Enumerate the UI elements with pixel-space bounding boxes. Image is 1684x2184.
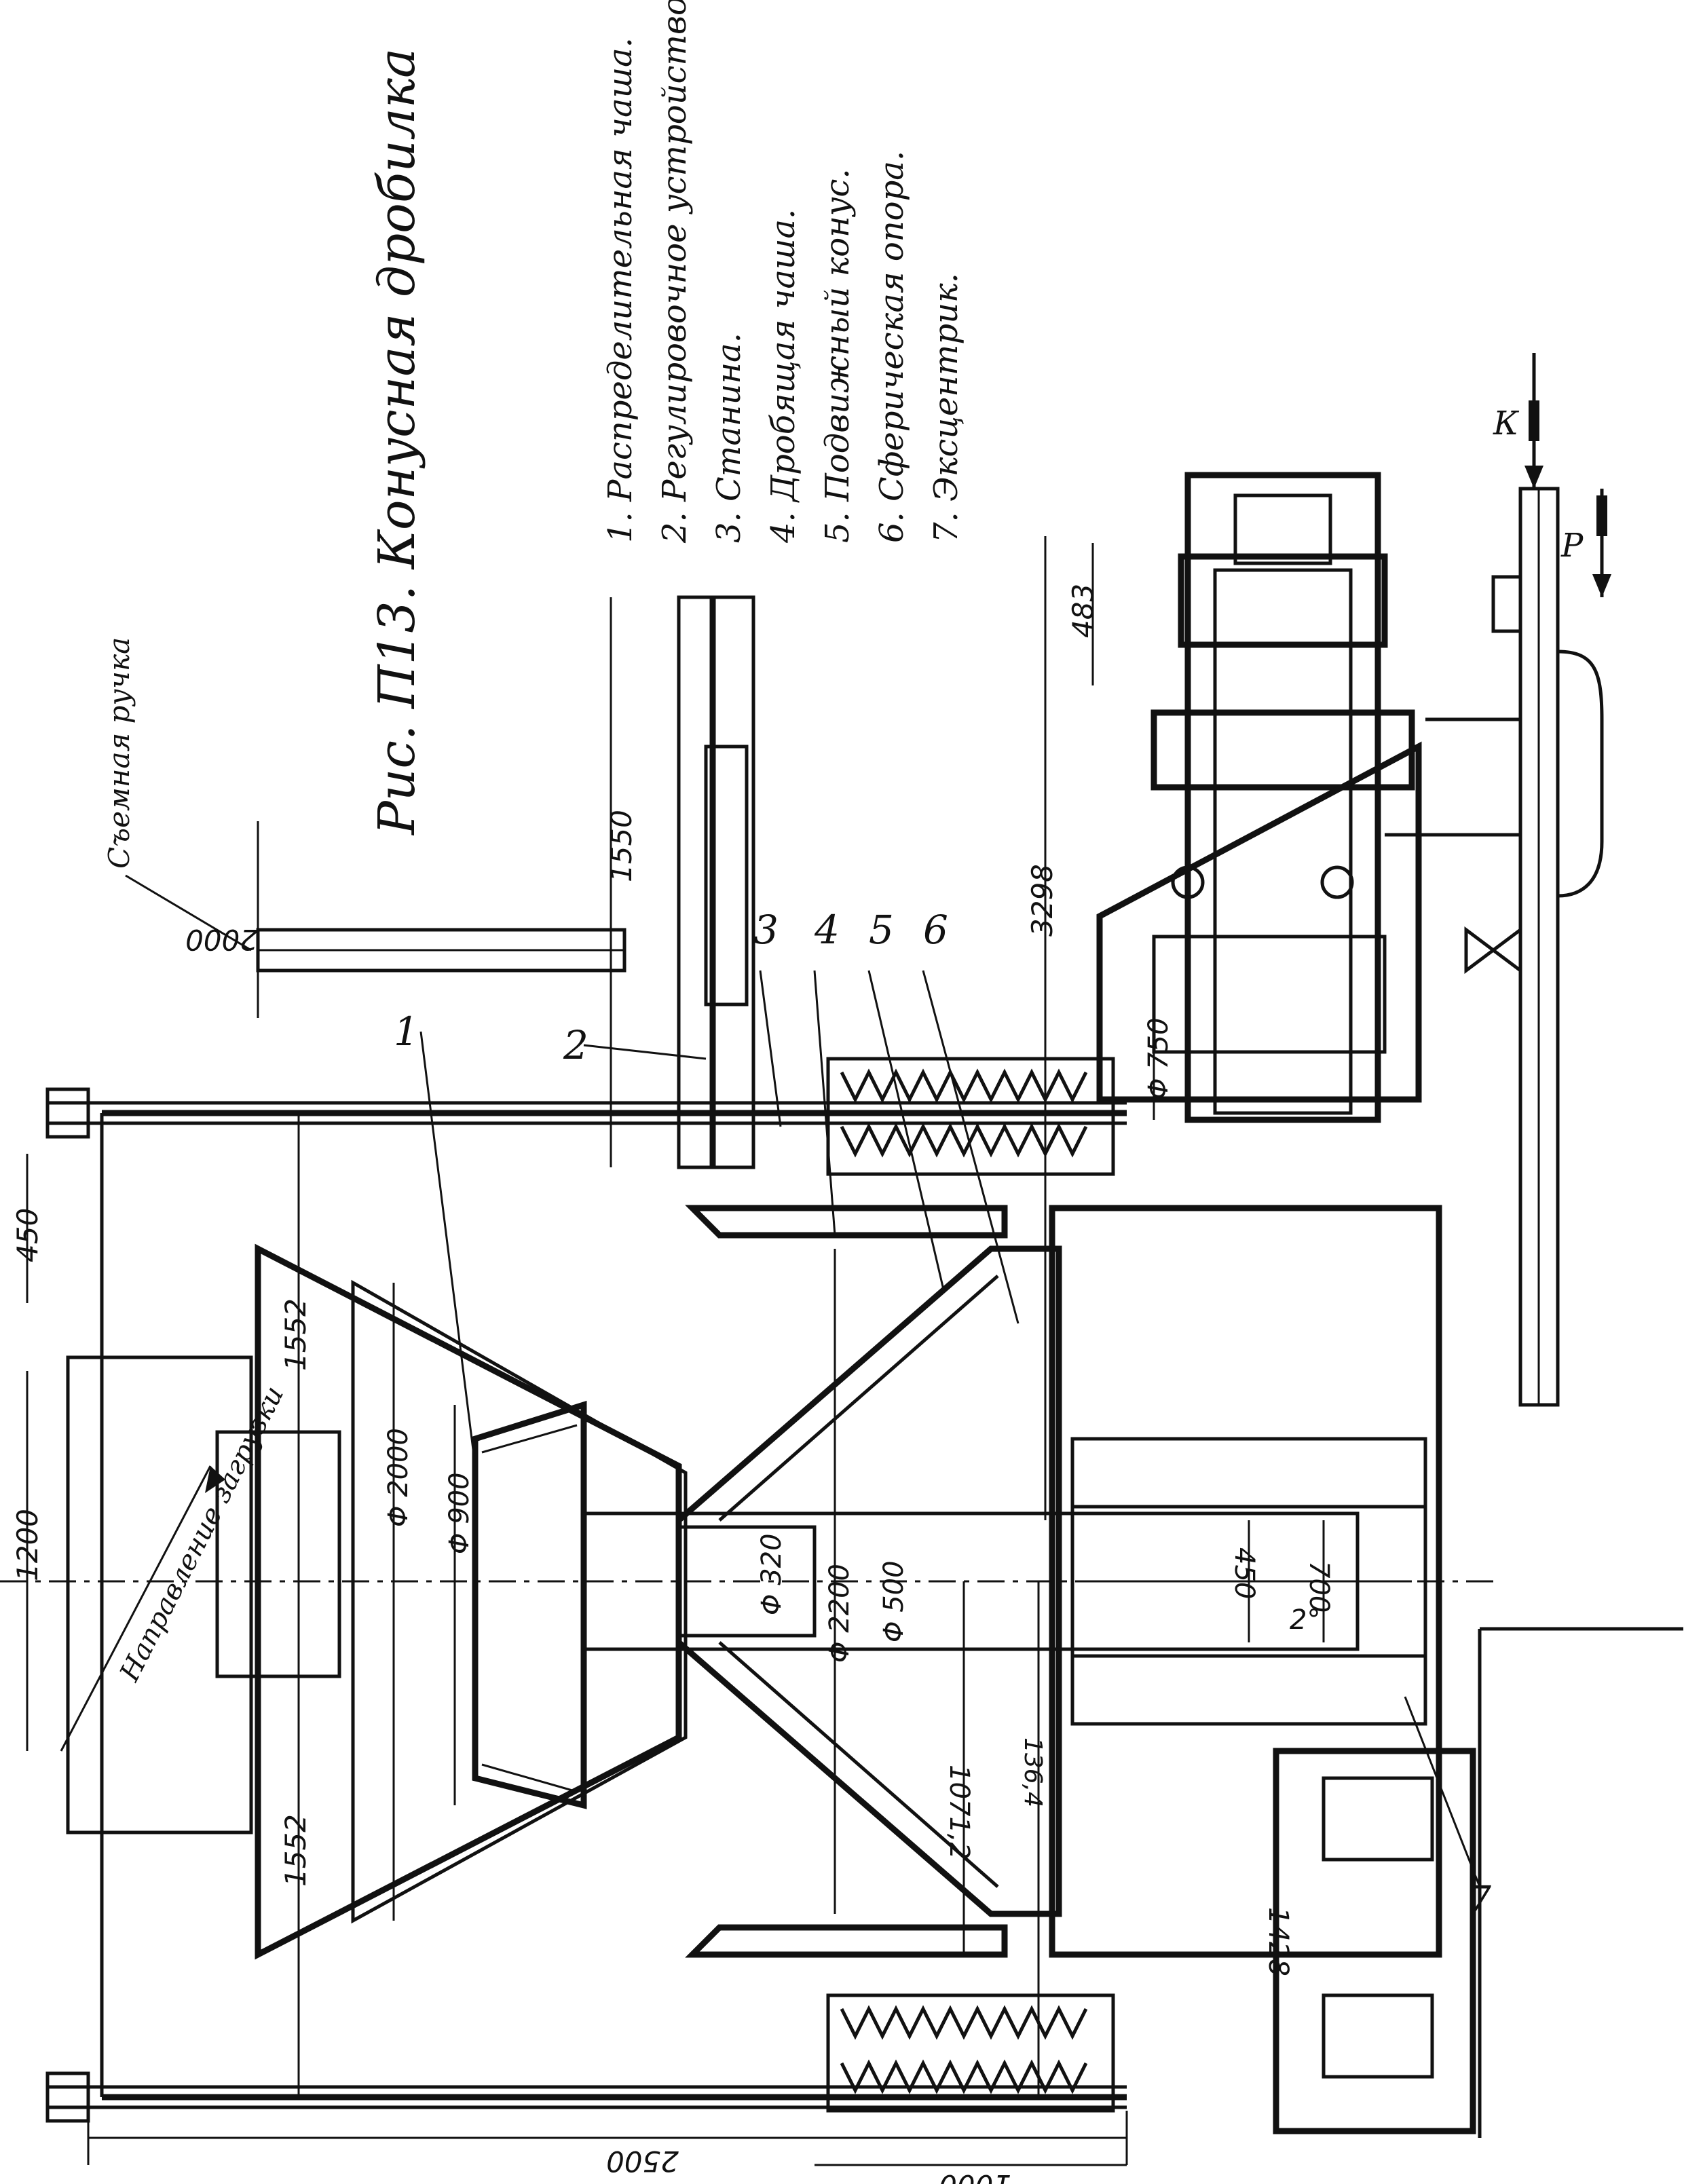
callouts: 1 2 3 4 5 6 7 xyxy=(394,907,1491,1923)
dim-483: 483 xyxy=(1066,584,1100,638)
dim-2deg: 2° xyxy=(1290,1604,1320,1636)
flow-marker-k: К xyxy=(1493,353,1543,489)
dim-136: 136,4 xyxy=(1019,1737,1047,1807)
svg-text:Р: Р xyxy=(1560,527,1584,565)
dim-phi500: Φ 500 xyxy=(878,1560,910,1642)
dim-450-shaft: 450 xyxy=(1229,1547,1260,1599)
dim-1200: 1200 xyxy=(11,1509,44,1581)
note-handle: Съемная ручка xyxy=(102,637,136,869)
dim-phi2000: Φ 2000 xyxy=(383,1428,414,1527)
dim-phi750: Φ 750 xyxy=(1143,1017,1174,1099)
callout-4: 4 xyxy=(814,907,840,953)
legend-item-4: 4. Дробящая чаша. xyxy=(764,209,802,544)
svg-text:К: К xyxy=(1493,404,1520,443)
drawing-title: Рис. П13. Конусная дробилка xyxy=(368,48,426,836)
dim-phi320: Φ 320 xyxy=(756,1533,787,1615)
lower-springs xyxy=(826,1993,1115,2113)
dim-1071: 1071,2 xyxy=(943,1765,975,1860)
legend-item-7: 7. Эксцентрик. xyxy=(927,273,965,543)
callout-2: 2 xyxy=(563,1022,588,1068)
dim-2000-handle: 2000 xyxy=(185,923,258,956)
callout-3: 3 xyxy=(753,907,779,953)
dim-450-top: 450 xyxy=(11,1208,44,1262)
callout-6: 6 xyxy=(923,907,948,953)
legend-item-6: 6. Сферическая опора. xyxy=(873,151,911,543)
dim-1552-left: 1552 xyxy=(279,1298,312,1371)
dim-1428: 1428 xyxy=(1262,1907,1294,1976)
dimensions: 2000 1550 3298 483 450 1200 1552 1552 Φ … xyxy=(11,536,1334,2184)
dim-phi2200: Φ 2200 xyxy=(824,1564,855,1663)
legend-item-1: 1. Распределительная чаша. xyxy=(601,37,639,543)
callout-7: 7 xyxy=(1466,1877,1491,1923)
dim-1552-right: 1552 xyxy=(279,1814,312,1887)
legend-item-5: 5. Подвижный конус. xyxy=(819,168,857,543)
legend-item-3: 3. Станина. xyxy=(710,333,748,543)
dim-3298: 3298 xyxy=(1026,864,1059,937)
dim-2500: 2500 xyxy=(606,2145,679,2178)
callout-5: 5 xyxy=(869,907,894,953)
svg-text:Съемная ручка: Съемная ручка xyxy=(102,637,136,869)
dim-1550: 1550 xyxy=(605,810,638,882)
callout-1: 1 xyxy=(394,1009,419,1055)
legend-item-2: 2. Регулировочное устройство. xyxy=(656,0,694,544)
dim-700: 700 xyxy=(1303,1561,1334,1613)
svg-text:Рис. П13. Конусная дробилка: Рис. П13. Конусная дробилка xyxy=(368,48,426,836)
flow-marker-p: Р xyxy=(1560,489,1611,597)
legend: 1. Распределительная чаша. 2. Регулирово… xyxy=(601,0,965,544)
dim-1000: 1000 xyxy=(939,2168,1011,2184)
dim-phi900: Φ 900 xyxy=(444,1472,475,1554)
